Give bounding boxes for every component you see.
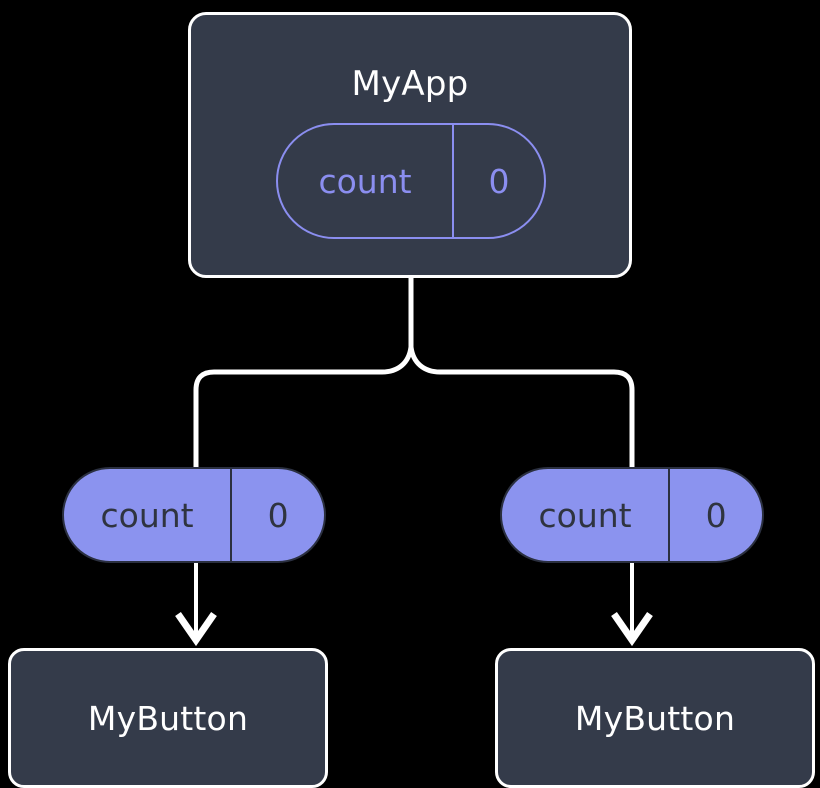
root-state-key: count — [318, 161, 412, 201]
arrow-head-left-icon — [175, 612, 217, 647]
left-child-props-key: count — [100, 495, 194, 535]
left-child-props-pill[interactable]: count 0 — [62, 467, 326, 563]
left-child-component-label: MyButton — [87, 698, 249, 738]
root-state-value: 0 — [452, 125, 544, 237]
left-child-component-mybutton[interactable]: MyButton — [8, 648, 328, 788]
arrow-head-right-icon — [611, 612, 653, 647]
left-child-props-value: 0 — [230, 469, 324, 561]
root-component-label: MyApp — [351, 64, 469, 104]
right-child-props-key: count — [538, 495, 632, 535]
right-child-component-mybutton[interactable]: MyButton — [495, 648, 815, 788]
connector-root-to-left-child — [193, 346, 414, 467]
root-state-pill[interactable]: count 0 — [276, 123, 546, 239]
right-child-props-value: 0 — [668, 469, 762, 561]
diagram-canvas: MyApp count 0 count 0 count 0 MyButton M… — [8, 12, 815, 788]
connector-root-to-right-child — [408, 346, 635, 467]
right-child-props-pill[interactable]: count 0 — [500, 467, 764, 563]
right-child-component-label: MyButton — [574, 698, 736, 738]
